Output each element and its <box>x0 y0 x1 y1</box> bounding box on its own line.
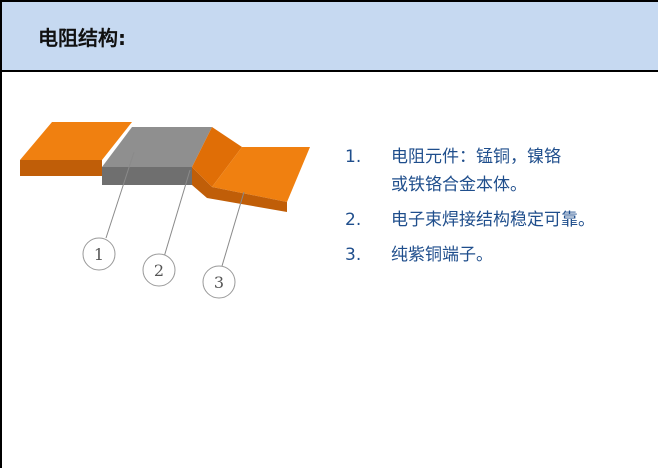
right-terminal-top <box>212 147 310 202</box>
list-item: 1. 电阻元件：锰铜，镍铬 或铁铬合金本体。 <box>345 143 658 199</box>
list-number: 3. <box>345 245 362 265</box>
callout-label-3: 3 <box>214 273 224 292</box>
left-terminal-front <box>20 160 102 176</box>
callout-circle-3 <box>202 265 236 299</box>
list-text: 电阻元件：锰铜，镍铬 <box>391 147 561 167</box>
element-top <box>102 127 212 167</box>
list-text: 电子束焊接结构稳定可靠。 <box>391 210 595 230</box>
page-title: 电阻结构: <box>38 26 126 50</box>
list-number: 1. <box>345 147 362 167</box>
list-item: 2. 电子束焊接结构稳定可靠。 <box>345 206 658 234</box>
right-terminal-bevel <box>192 127 242 187</box>
right-terminal-front <box>192 167 287 212</box>
leader-line-1 <box>105 151 135 239</box>
feature-list: 1. 电阻元件：锰铜，镍铬 或铁铬合金本体。 2. 电子束焊接结构稳定可靠。 3… <box>345 143 658 269</box>
leader-line-3 <box>221 191 245 267</box>
left-terminal-top <box>20 122 132 160</box>
leader-line-2 <box>163 169 191 258</box>
list-text: 或铁铬合金本体。 <box>391 175 527 195</box>
element-front <box>102 167 192 185</box>
header-bar: 电阻结构: <box>2 2 658 72</box>
callout-label-2: 2 <box>154 261 164 280</box>
list-text: 纯紫铜端子。 <box>391 245 493 265</box>
callout-label-1: 1 <box>94 245 104 264</box>
callout-circle-2 <box>142 253 176 287</box>
list-item: 3. 纯紫铜端子。 <box>345 241 658 269</box>
list-number: 2. <box>345 210 362 230</box>
callout-circle-1 <box>82 237 116 271</box>
